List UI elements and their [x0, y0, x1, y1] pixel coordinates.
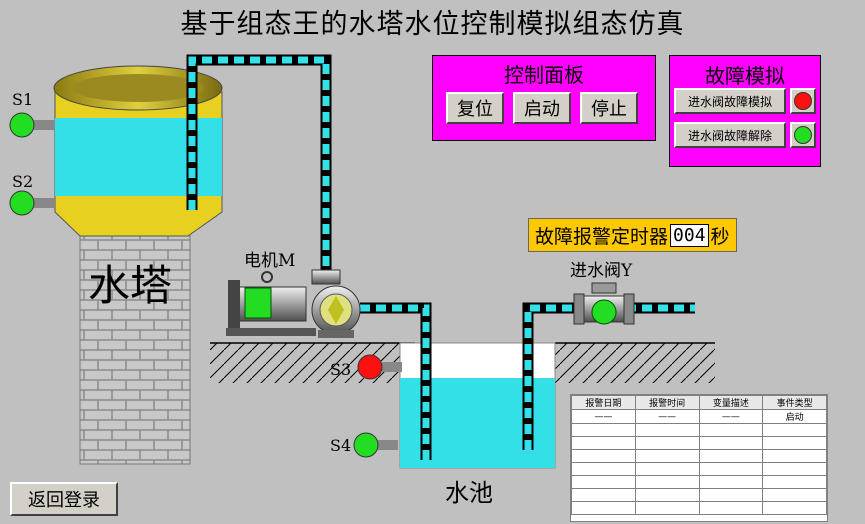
fault-led-green: [790, 122, 816, 148]
cell-event: 启动: [762, 409, 827, 424]
table-row: [571, 436, 827, 450]
motor-label: 电机M: [244, 251, 296, 271]
valve-icon: [573, 282, 635, 325]
table-row: [571, 462, 827, 476]
motor-icon: [226, 271, 316, 336]
tower-label: 水塔: [88, 261, 173, 310]
valve-label: 进水阀Y: [570, 261, 633, 281]
alarm-table[interactable]: 报警日期 报警时间 变量描述 事件类型 —— —— —— 启动: [570, 394, 828, 522]
cell-time: ——: [634, 409, 700, 424]
control-panel-title: 控制面板: [504, 63, 584, 87]
alarm-timer: 故障报警定时器 004 秒: [528, 218, 737, 252]
timer-label: 故障报警定时器: [535, 225, 669, 248]
ground-valve: [555, 343, 715, 383]
timer-unit: 秒: [710, 225, 730, 248]
fault-led-red: [790, 88, 816, 114]
table-header-row: 报警日期 报警时间 变量描述 事件类型: [571, 395, 827, 410]
start-button[interactable]: 启动: [513, 92, 571, 124]
table-row: [571, 488, 827, 502]
cell-date: ——: [571, 409, 636, 424]
page-title: 基于组态王的水塔水位控制模拟组态仿真: [180, 9, 685, 40]
sensor-s4-icon: [353, 432, 398, 458]
return-login-button[interactable]: 返回登录: [10, 482, 118, 516]
table-row: [571, 475, 827, 489]
cell-variable: ——: [698, 409, 764, 424]
fault-panel: 故障模拟 进水阀故障模拟 进水阀故障解除: [669, 55, 821, 167]
pump-icon: [311, 269, 361, 338]
table-row: [571, 423, 827, 437]
fault-panel-title: 故障模拟: [705, 64, 785, 88]
table-row: —— —— —— 启动: [571, 409, 827, 424]
table-row: [571, 449, 827, 463]
fault-clear-button[interactable]: 进水阀故障解除: [674, 122, 786, 148]
pool-label: 水池: [445, 479, 493, 507]
sensor-s3-icon: [357, 354, 402, 380]
sensor-s3-label: S3: [330, 360, 352, 379]
stop-button[interactable]: 停止: [580, 92, 638, 124]
timer-value: 004: [670, 223, 709, 247]
control-panel: 控制面板 复位 启动 停止: [432, 55, 656, 141]
sensor-s2-icon: [9, 190, 54, 216]
reset-button[interactable]: 复位: [446, 92, 504, 124]
sensor-s2-label: S2: [12, 172, 34, 191]
fault-simulate-button[interactable]: 进水阀故障模拟: [674, 88, 786, 114]
tower-brick-base: [79, 235, 191, 465]
sensor-s4-label: S4: [330, 436, 352, 455]
header-time: 报警时间: [634, 395, 700, 410]
sensor-s1-icon: [9, 112, 54, 138]
header-event: 事件类型: [762, 395, 827, 410]
pipes: [186, 54, 695, 460]
header-variable: 变量描述: [698, 395, 764, 410]
sensor-s1-label: S1: [12, 90, 34, 109]
header-date: 报警日期: [571, 395, 636, 410]
table-row: [571, 501, 827, 515]
